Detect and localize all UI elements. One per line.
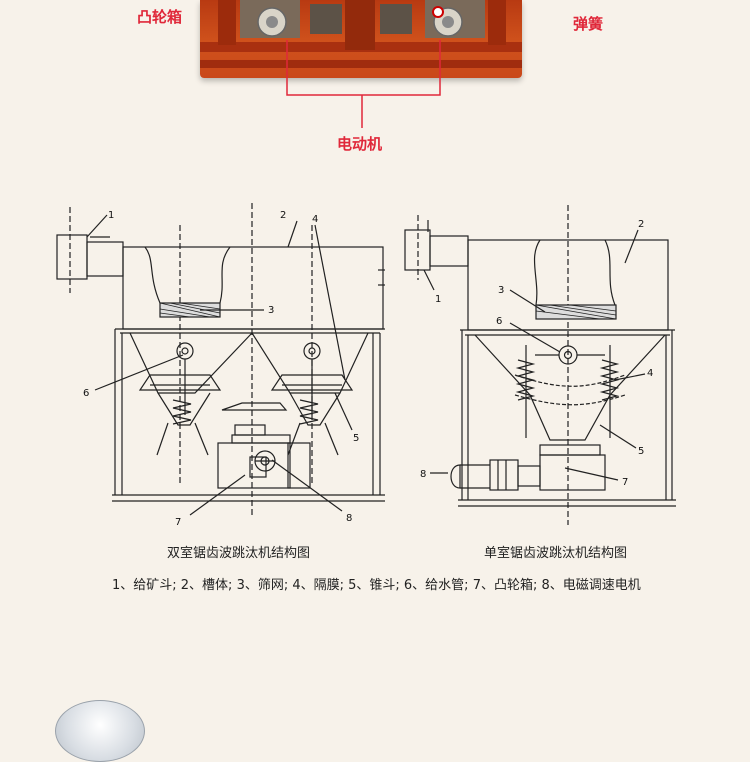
right-part-5: 5 bbox=[638, 446, 644, 457]
left-part-4: 4 bbox=[312, 214, 318, 225]
machine-photo bbox=[200, 0, 522, 78]
machine-photo-art bbox=[200, 0, 522, 68]
right-part-7: 7 bbox=[622, 477, 628, 488]
left-part-7: 7 bbox=[175, 517, 181, 528]
left-part-3: 3 bbox=[268, 305, 274, 316]
left-part-6: 6 bbox=[83, 388, 89, 399]
left-part-5: 5 bbox=[353, 433, 359, 444]
right-part-3: 3 bbox=[498, 285, 504, 296]
parts-legend: 1、给矿斗; 2、槽体; 3、筛网; 4、隔膜; 5、锥斗; 6、给水管; 7、… bbox=[112, 578, 641, 593]
right-part-1: 1 bbox=[435, 294, 441, 305]
left-part-1: 1 bbox=[108, 210, 114, 221]
cam-box-callout: 凸轮箱 bbox=[137, 8, 183, 26]
double-chamber-diagram: 1 2 3 4 5 6 7 8 bbox=[56, 203, 385, 528]
right-part-2: 2 bbox=[638, 219, 644, 230]
bottom-decor-disc bbox=[55, 700, 145, 762]
right-part-4: 4 bbox=[647, 368, 653, 379]
left-diagram-caption: 双室锯齿波跳汰机结构图 bbox=[167, 546, 311, 561]
right-diagram-caption: 单室锯齿波跳汰机结构图 bbox=[484, 546, 628, 561]
motor-callout: 电动机 bbox=[337, 135, 383, 153]
right-part-6: 6 bbox=[496, 316, 502, 327]
single-chamber-diagram: 1 2 3 4 5 6 7 8 bbox=[404, 205, 676, 525]
left-part-2: 2 bbox=[280, 210, 286, 221]
motor-leader-lines bbox=[286, 40, 441, 128]
spring-callout: 弹簧 bbox=[573, 15, 604, 33]
right-part-8: 8 bbox=[420, 469, 426, 480]
left-part-8: 8 bbox=[346, 513, 352, 524]
